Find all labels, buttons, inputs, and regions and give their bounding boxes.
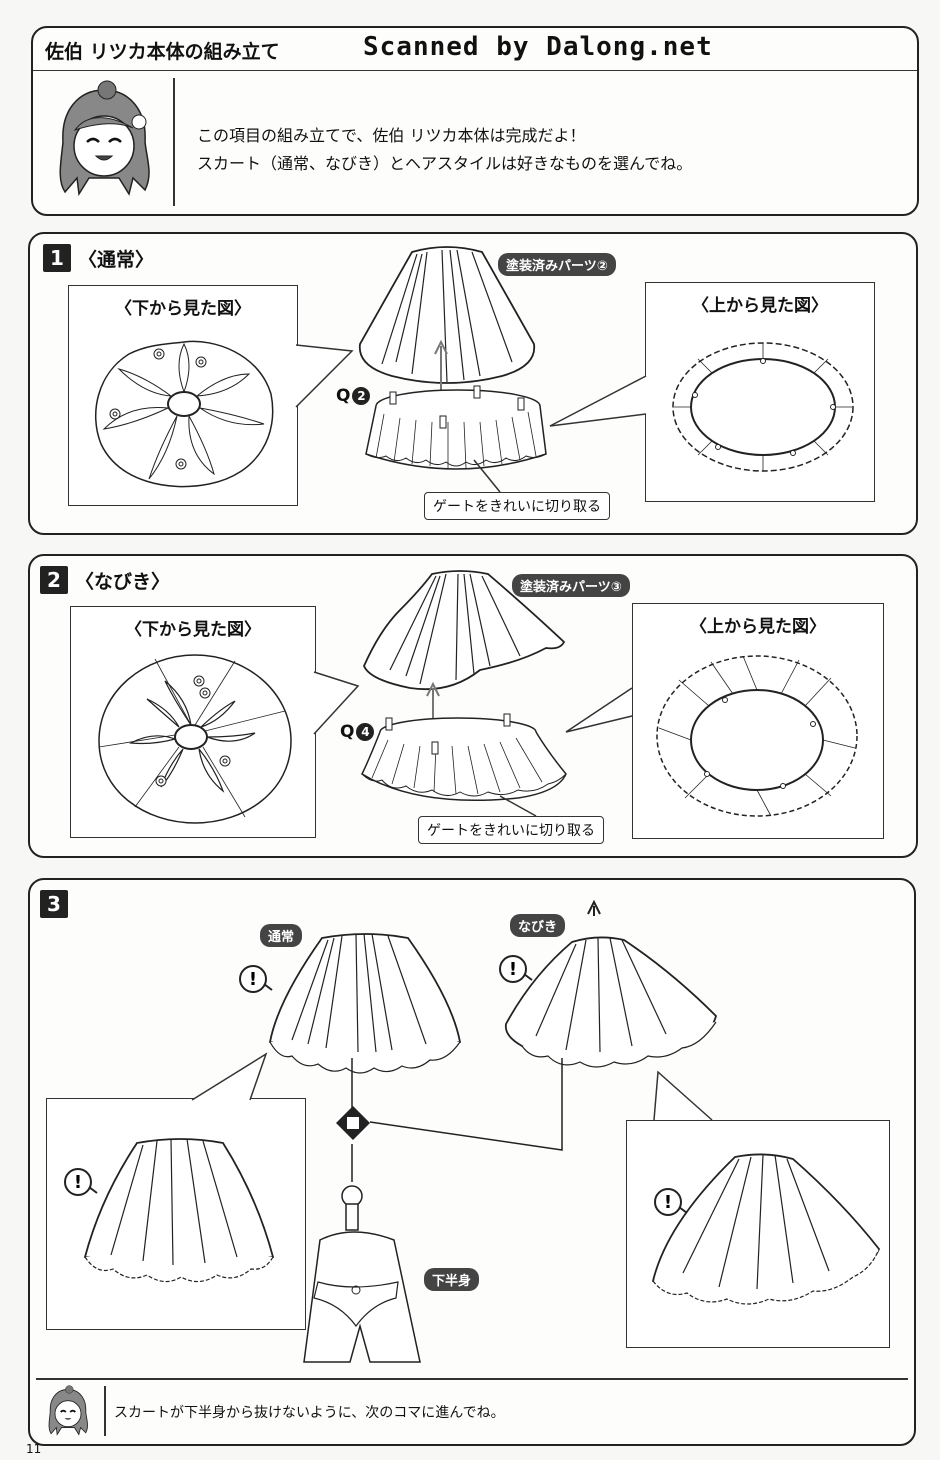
warning-mark: ! <box>664 1192 672 1213</box>
step1-label: 〈通常〉 <box>78 249 155 271</box>
step2-waistband-drawing <box>361 713 567 802</box>
step3-flowing-skirt-drawing <box>504 899 718 1068</box>
intro-line-2: スカート（通常、なびき）とヘアスタイルは好きなものを選んでね。 <box>197 154 693 173</box>
step1-number: 1 <box>43 244 71 272</box>
step3-flowing-warning-icon: ! <box>498 954 534 990</box>
step1-waistband-drawing <box>365 385 547 470</box>
warning-mark: ! <box>509 959 517 980</box>
step2-gate-pointer <box>499 795 537 817</box>
step2-top-view-box: 〈上から見た図〉 <box>632 603 884 839</box>
step1-top-view-title: 〈上から見た図〉 <box>692 296 828 316</box>
step1-bottom-callout-pointer <box>295 344 354 408</box>
step3-normal-detail-box: ! <box>46 1098 306 1330</box>
step2-bottom-view-box: 〈下から見た図〉 <box>70 606 316 838</box>
step3-normal-warning-icon: ! <box>238 964 274 1000</box>
step1-bottom-view-drawing <box>94 340 274 488</box>
step2-painted-part-tag: 塗装済みパーツ③ <box>512 574 630 597</box>
step1-top-callout-pointer <box>549 375 647 427</box>
footer-note-divider <box>104 1386 106 1436</box>
step2-number: 2 <box>40 566 68 594</box>
step3-number: 3 <box>40 890 68 918</box>
footer-character-face-icon <box>40 1385 96 1438</box>
page-number: 11 <box>26 1442 42 1456</box>
step3-tag-flowing: なびき <box>510 914 566 937</box>
step1-assembly-arrow <box>434 339 448 398</box>
step2-bottom-view-drawing <box>98 654 292 824</box>
step1-bottom-view-box: 〈下から見た図〉 <box>68 285 298 506</box>
step1-painted-part-tag: 塗装済みパーツ② <box>498 253 616 276</box>
step2-bottom-view-title: 〈下から見た図〉 <box>125 620 261 640</box>
step1-top-view-box: 〈上から見た図〉 <box>645 282 875 502</box>
step3-flowing-detail-pointer <box>653 1070 713 1121</box>
step2-gate-note: ゲートをきれいに切り取る <box>418 816 604 844</box>
step3-flowing-detail-box: ! <box>626 1120 890 1348</box>
page-title: 佐伯 リツカ本体の組み立て <box>45 41 280 63</box>
header-title-bar <box>33 28 917 71</box>
step1-bottom-view-title: 〈下から見た図〉 <box>115 299 251 319</box>
header-panel: 佐伯 リツカ本体の組み立て Scanned by Dalong.net この項目… <box>31 26 919 216</box>
step1-gate-note: ゲートをきれいに切り取る <box>424 492 610 520</box>
step2-top-callout-pointer <box>565 687 633 733</box>
step1-gate-pointer <box>473 459 501 493</box>
step3-normal-detail-pointer <box>191 1052 268 1101</box>
footer-note: スカートが下半身から抜けないように、次のコマに進んでね。 <box>114 1405 505 1421</box>
step3-normal-skirt-drawing <box>268 933 462 1074</box>
step1-skirt-upper-drawing <box>358 246 536 384</box>
step3-flowing-detail-drawing <box>651 1153 881 1305</box>
warning-mark: ! <box>74 1172 82 1193</box>
step2-top-view-drawing <box>656 655 858 817</box>
step2-top-view-title: 〈上から見た図〉 <box>690 617 826 637</box>
step1-top-view-drawing <box>672 342 854 472</box>
step3-flowing-detail-warning-icon: ! <box>653 1187 689 1223</box>
step3-tag-lower-body: 下半身 <box>424 1268 480 1291</box>
footer-divider-line <box>36 1378 908 1380</box>
step2-bottom-callout-pointer <box>313 671 360 735</box>
header-divider <box>173 78 175 206</box>
intro-line-1: この項目の組み立てで、佐伯 リツカ本体は完成だよ！ <box>197 126 586 145</box>
character-face-icon <box>49 80 159 202</box>
step3-normal-detail-warning-icon: ! <box>63 1167 99 1203</box>
step3-choice-diamond-icon <box>336 1106 370 1140</box>
step3-lower-body-drawing <box>303 1185 421 1363</box>
step2-skirt-upper-drawing <box>363 570 566 691</box>
warning-mark: ! <box>249 969 257 990</box>
scan-watermark: Scanned by Dalong.net <box>363 32 713 62</box>
step2-label: 〈なびき〉 <box>75 571 171 593</box>
step3-tag-normal: 通常 <box>260 924 303 947</box>
step3-normal-detail-drawing <box>83 1138 275 1283</box>
